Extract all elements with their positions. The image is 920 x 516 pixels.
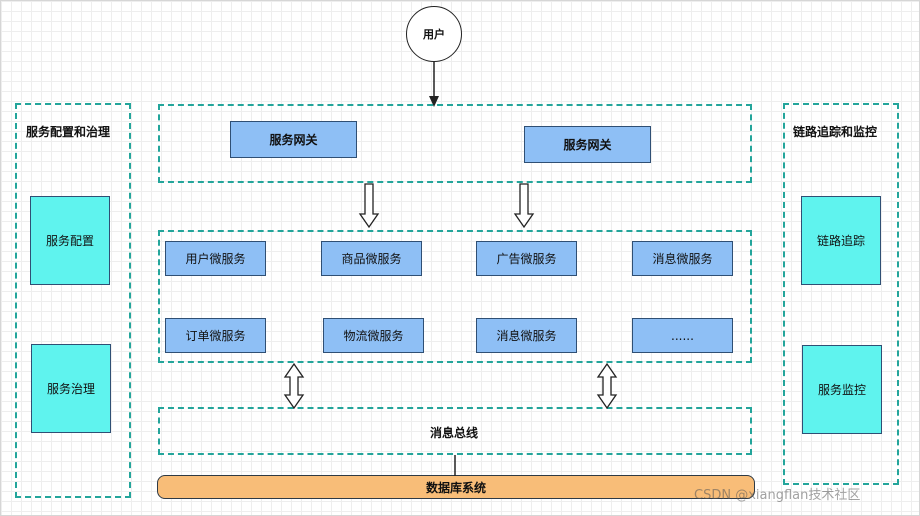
gateway-box-2: 服务网关 <box>524 126 651 163</box>
message-bus-label: 消息总线 <box>430 426 479 440</box>
service-box-message: 消息微服务 <box>632 241 733 276</box>
services-bus-double-arrow-1 <box>283 362 305 410</box>
service-box-order: 订单微服务 <box>165 318 266 353</box>
user-to-gateway-arrow <box>429 62 439 107</box>
service-governance-box: 服务治理 <box>31 344 111 433</box>
services-bus-double-arrow-2 <box>596 362 618 410</box>
message-bus-container <box>158 407 752 455</box>
gateway-box-1: 服务网关 <box>230 121 357 158</box>
service-box-message-2: 消息微服务 <box>476 318 577 353</box>
service-box-more: ...... <box>632 318 733 353</box>
tracing-monitoring-title: 链路追踪和监控 <box>793 125 878 139</box>
gateway-down-arrow-2 <box>513 183 535 229</box>
link-tracing-box: 链路追踪 <box>801 196 881 285</box>
service-box-user: 用户微服务 <box>165 241 266 276</box>
service-monitoring-box: 服务监控 <box>802 345 882 434</box>
gateway-down-arrow-1 <box>358 183 380 229</box>
service-box-product: 商品微服务 <box>321 241 422 276</box>
gateway-container <box>158 104 752 183</box>
database-system: 数据库系统 <box>157 475 755 499</box>
microservices-container <box>158 230 752 363</box>
service-box-logistics: 物流微服务 <box>323 318 424 353</box>
tracing-monitoring-panel <box>783 103 899 485</box>
watermark: CSDN @xiangflan技术社区 <box>694 488 861 503</box>
user-node: 用户 <box>406 6 462 62</box>
config-governance-title: 服务配置和治理 <box>26 125 111 139</box>
service-config-box: 服务配置 <box>30 196 110 285</box>
config-governance-panel <box>15 103 131 498</box>
service-box-ads: 广告微服务 <box>476 241 577 276</box>
